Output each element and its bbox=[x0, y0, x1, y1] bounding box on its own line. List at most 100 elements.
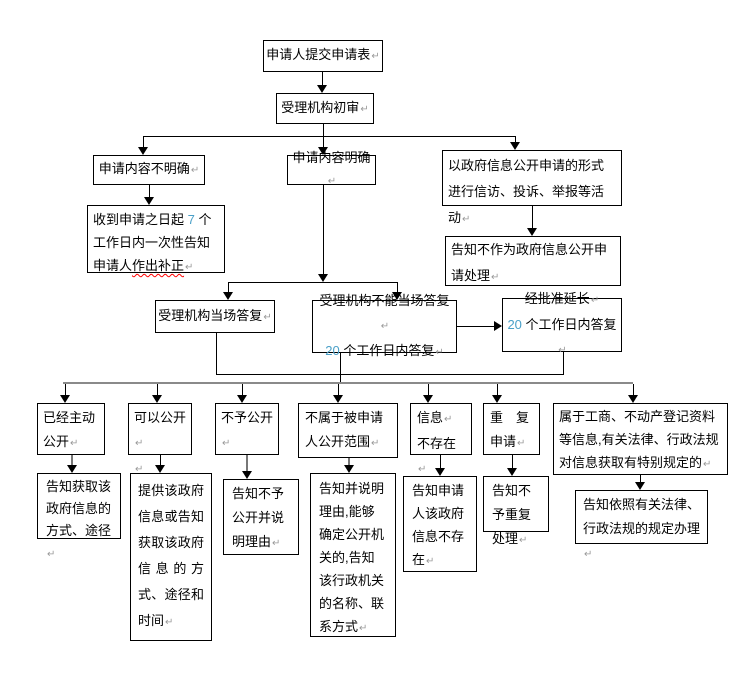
arrowhead-down bbox=[152, 395, 162, 403]
paragraph-mark: ↵ bbox=[444, 414, 453, 425]
node-label: 告知依照有关法律、行政法规的规定办理 bbox=[583, 497, 701, 536]
arrowhead-down bbox=[318, 147, 328, 155]
line-branch-horizontal bbox=[143, 136, 516, 137]
line-cond1-res1 bbox=[71, 455, 73, 465]
node-cond-not-exist: 信息↵ 不存在↵ bbox=[410, 403, 472, 475]
line-onspot-down bbox=[216, 333, 217, 374]
paragraph-mark: ↵ bbox=[190, 165, 200, 176]
node-res-special-rules: 告知依照有关法律、行政法规的规定办理 ↵ bbox=[575, 490, 708, 560]
paragraph-mark: ↵ bbox=[360, 103, 369, 115]
paragraph-mark: ↵ bbox=[703, 459, 712, 470]
node-label-line1: 重 复 bbox=[490, 410, 530, 425]
node-label: 已经主动公开 bbox=[43, 410, 96, 449]
arrowhead-right bbox=[494, 321, 502, 331]
line-answer-split bbox=[228, 282, 398, 283]
node-cond-special-rules: 属于工商、不动产登记资料等信息,有关法律、行政法规对信息获取有特别规定的↵ bbox=[553, 403, 728, 475]
paragraph-mark: ↵ bbox=[519, 535, 528, 546]
line-merge-bracket bbox=[216, 374, 564, 375]
arrowhead-down bbox=[423, 395, 433, 403]
line-to-petition bbox=[515, 136, 516, 142]
paragraph-mark: ↵ bbox=[185, 262, 194, 273]
node-not-as-application: 告知不作为政府信息公开申请处理↵ bbox=[445, 236, 621, 286]
node-res-not-exist: 告知申请人该政府信息不存在↵ bbox=[403, 476, 477, 572]
paragraph-mark: ↵ bbox=[135, 464, 144, 475]
node-res-can-public: 提供该政府信息或告知获取该政府信息的方式、途径和时间↵ bbox=[130, 473, 212, 641]
arrowhead-down bbox=[237, 395, 247, 403]
node-label: 告知不作为政府信息公开申请处理 bbox=[451, 242, 608, 283]
paragraph-mark: ↵ bbox=[517, 438, 526, 449]
node-cond-repeat: 重 复 申请↵ bbox=[483, 403, 540, 455]
highlighted-number: 20 bbox=[507, 317, 522, 332]
node-label-line1: 受理机构不能当场答复 bbox=[319, 292, 450, 308]
arrowhead-down bbox=[628, 395, 638, 403]
paragraph-mark: ↵ bbox=[272, 538, 281, 549]
line-unclear-correct bbox=[149, 185, 150, 197]
node-cond-not-public: 不予公开 ↵ bbox=[215, 403, 279, 455]
node-label: 告知并说明理由,能够确定公开机关的,告知该行政机关的名称、联系方式 bbox=[319, 481, 385, 634]
arrowhead-down bbox=[317, 85, 327, 93]
line-to-cond1 bbox=[65, 384, 66, 395]
node-label-line1: 信息 bbox=[417, 410, 444, 425]
text-pre: 收到申请之日起 bbox=[93, 212, 188, 227]
line-cond2-res2 bbox=[160, 455, 161, 465]
paragraph-mark: ↵ bbox=[165, 617, 174, 628]
arrowhead-down bbox=[392, 292, 402, 300]
node-label: 告知申请人该政府信息不存在 bbox=[412, 483, 465, 567]
arrowhead-down bbox=[138, 147, 148, 155]
misspelled-text: 作出补正 bbox=[132, 258, 185, 273]
node-label: 告知获取该政府信息的方式、途径 bbox=[46, 479, 112, 538]
paragraph-mark: ↵ bbox=[135, 438, 144, 449]
node-initial-review: 受理机构初审↵ bbox=[276, 93, 374, 124]
node-label: 以政府信息公开申请的形式进行信访、投诉、举报等活动 bbox=[448, 158, 605, 225]
node-petition-form: 以政府信息公开申请的形式进行信访、投诉、举报等活动↵ bbox=[442, 150, 622, 225]
node-label: 不予公开 bbox=[221, 410, 274, 425]
highlighted-number: 20 bbox=[325, 342, 340, 358]
node-res-already-public: 告知获取该政府信息的方式、途径 ↵ bbox=[37, 473, 121, 560]
arrowhead-down bbox=[223, 292, 233, 300]
node-correct-notice: 收到申请之日起 7 个工作日内一次性告知申请人作出补正↵ bbox=[87, 205, 225, 273]
node-label-line2: 不存在 bbox=[417, 436, 457, 451]
arrowhead-down bbox=[527, 228, 537, 236]
paragraph-mark: ↵ bbox=[418, 464, 427, 475]
paragraph-mark: ↵ bbox=[222, 438, 231, 449]
node-answer-onspot: 受理机构当场答复↵ bbox=[155, 300, 275, 333]
node-label: 告知不予公开并说明理由 bbox=[232, 486, 285, 549]
node-cond-already-public: 已经主动公开↵ bbox=[37, 403, 105, 455]
line-to-cannot bbox=[397, 282, 398, 292]
node-label-line2: 申请 bbox=[490, 434, 517, 449]
arrowhead-down bbox=[60, 395, 70, 403]
node-label: 申请内容明确 bbox=[292, 150, 371, 165]
node-res-not-scope: 告知并说明理由,能够确定公开机关的,告知该行政机关的名称、联系方式↵ bbox=[310, 473, 396, 637]
node-submit-application: 申请人提交申请表↵ bbox=[263, 40, 383, 72]
node-res-repeat: 告知不予重复处理↵ bbox=[483, 476, 549, 546]
arrowhead-down bbox=[510, 142, 520, 150]
line-to-cond3 bbox=[242, 384, 243, 395]
paragraph-mark: ↵ bbox=[462, 214, 471, 225]
node-label: 受理机构当场答复 bbox=[158, 307, 263, 323]
highlighted-number: 7 bbox=[187, 212, 195, 227]
node-label: 受理机构初审 bbox=[281, 99, 360, 115]
line-clear-split bbox=[323, 185, 324, 274]
arrowhead-down bbox=[435, 468, 445, 476]
line-distributor bbox=[63, 382, 633, 384]
line-to-cond4 bbox=[338, 384, 339, 395]
line-to-cond7 bbox=[633, 384, 634, 395]
paragraph-mark: ↵ bbox=[371, 51, 380, 62]
node-cond-not-scope: 不属于被申请人公开范围↵ bbox=[298, 403, 398, 458]
line-petition-notapp bbox=[532, 206, 533, 228]
node-label: 告知不予重复处理 bbox=[492, 483, 532, 546]
line-review-branch bbox=[323, 124, 324, 136]
node-cond-can-public: 可以公开↵↵ bbox=[128, 403, 192, 475]
paragraph-mark: ↵ bbox=[584, 549, 593, 560]
paragraph-mark: ↵ bbox=[327, 176, 337, 187]
line-extend-down bbox=[563, 352, 564, 374]
line-to-unclear bbox=[143, 136, 144, 147]
paragraph-mark: ↵ bbox=[47, 549, 56, 560]
node-label-line1: 经批准延长 bbox=[524, 291, 590, 306]
arrowhead-down bbox=[67, 465, 77, 473]
line-cond6-res6 bbox=[512, 455, 513, 468]
paragraph-mark: ↵ bbox=[426, 556, 435, 567]
paragraph-mark: ↵ bbox=[263, 311, 272, 323]
paragraph-mark: ↵ bbox=[371, 438, 380, 449]
